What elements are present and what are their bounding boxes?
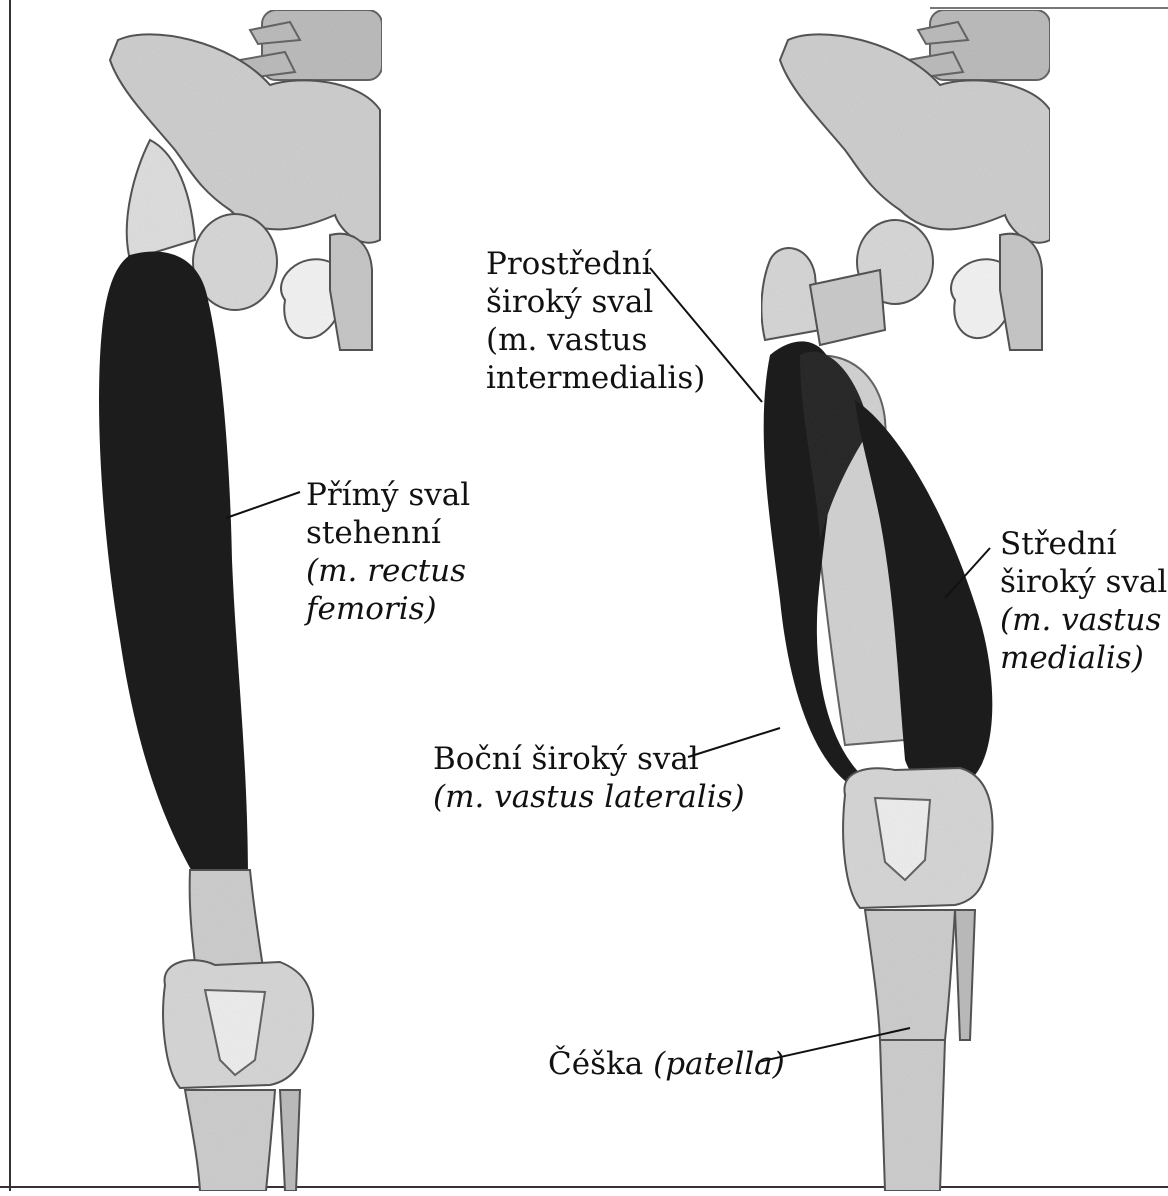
right-spine	[908, 10, 1050, 80]
patella-name: Čéška	[548, 1046, 643, 1082]
medialis-line4: medialis)	[1000, 639, 1167, 677]
medialis-line1: Střední	[1000, 525, 1167, 563]
rectus-line4: femoris)	[306, 590, 470, 628]
rectus-line1: Přímý sval	[306, 476, 470, 514]
intermedialis-line3: (m. vastus	[486, 321, 705, 359]
rectus-line2: stehenní	[306, 514, 470, 552]
vastus-medialis-label: Střední široký sval (m. vastus medialis)	[1000, 525, 1167, 677]
rectus-leader-line	[226, 492, 300, 518]
intermedialis-line4: intermedialis)	[486, 359, 705, 397]
vastus-lateralis-label: Boční široký sval (m. vastus lateralis)	[433, 740, 745, 816]
patella-label: Čéška (patella)	[548, 1045, 785, 1083]
intermedialis-line1: Prostřední	[486, 245, 705, 283]
vastus-intermedialis-label: Prostřední široký sval (m. vastus interm…	[486, 245, 705, 397]
lateralis-line2: (m. vastus lateralis)	[433, 778, 745, 816]
lateralis-line1: Boční široký sval	[433, 740, 745, 778]
rectus-femoris-label: Přímý sval stehenní (m. rectus femoris)	[306, 476, 470, 628]
rectus-femoris-muscle	[99, 251, 248, 885]
rectus-line3: (m. rectus	[306, 552, 470, 590]
medialis-line3: (m. vastus	[1000, 601, 1167, 639]
patella-latin: (patella)	[653, 1046, 785, 1082]
intermedialis-line2: široký sval	[486, 283, 705, 321]
medialis-line2: široký sval	[1000, 563, 1167, 601]
